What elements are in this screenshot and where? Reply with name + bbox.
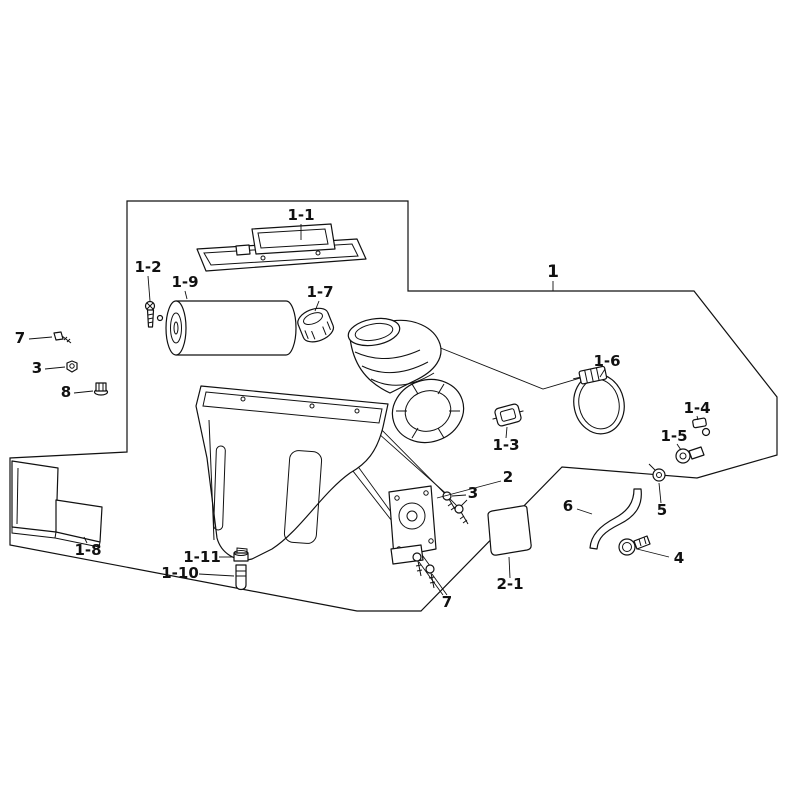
- intake-duct: [347, 317, 442, 394]
- air-cleaner-housing: [195, 385, 389, 561]
- callout-3-left: 3: [32, 359, 42, 377]
- callout-2-1: 2-1: [496, 575, 523, 593]
- breather-hose-6: [589, 488, 642, 550]
- callout-8: 8: [61, 383, 71, 401]
- duct-ring-ribs: [396, 383, 460, 439]
- callout-1-10: 1-10: [161, 564, 199, 582]
- callout-7-left: 7: [15, 329, 25, 347]
- drain-tube-1-10: [235, 564, 247, 591]
- callout-1: 1: [547, 262, 559, 282]
- callout-1-3: 1-3: [492, 436, 519, 454]
- callout-1-6: 1-6: [593, 352, 620, 370]
- nut-3-left: [66, 360, 78, 373]
- callout-1-1: 1-1: [287, 206, 314, 224]
- callout-1-8: 1-8: [74, 541, 101, 559]
- sensor-plate-2: [388, 485, 437, 565]
- clamp-4: [618, 535, 651, 556]
- screw-7-left: [53, 331, 72, 344]
- bolt-1-2: [144, 300, 164, 328]
- nut-8: [93, 382, 109, 396]
- callout-7-bottom: 7: [442, 593, 452, 611]
- cover-lid: [196, 223, 367, 272]
- callout-4: 4: [674, 549, 684, 567]
- screws-3: [442, 491, 469, 525]
- callout-labels: 1 1-1 1-2 1-9 1-7 7 3 8 1-6 1-4 1-5 1-3 …: [15, 206, 711, 611]
- callout-1-7: 1-7: [306, 283, 333, 301]
- fitting-1-4: [692, 417, 711, 437]
- clamp-1-3: [492, 403, 524, 427]
- callout-1-11: 1-11: [183, 548, 221, 566]
- callout-1-5: 1-5: [660, 427, 687, 445]
- inlet-cap: [297, 307, 335, 343]
- pad-2-1: [487, 505, 532, 556]
- clip-1-5: [675, 446, 705, 464]
- hose-clamp-1-6: [573, 365, 625, 435]
- callout-1-9: 1-9: [171, 273, 198, 291]
- duct-clamp-position-line: [427, 342, 605, 390]
- drain-joint-1-11: [233, 550, 249, 562]
- screws-7: [412, 552, 436, 589]
- assembly-boundary-line: [9, 200, 778, 612]
- filter-element: [165, 300, 297, 356]
- bracket-plate-1-8: [11, 460, 103, 548]
- callout-1-2: 1-2: [134, 258, 161, 276]
- clip-5: [648, 463, 666, 482]
- callout-leader-lines: [28, 224, 699, 596]
- duct-end-ring: [391, 378, 465, 444]
- callout-1-4: 1-4: [683, 399, 710, 417]
- callout-3-right: 3: [468, 484, 478, 502]
- callout-2: 2: [503, 468, 513, 486]
- callout-6: 6: [563, 497, 573, 515]
- callout-5: 5: [657, 501, 667, 519]
